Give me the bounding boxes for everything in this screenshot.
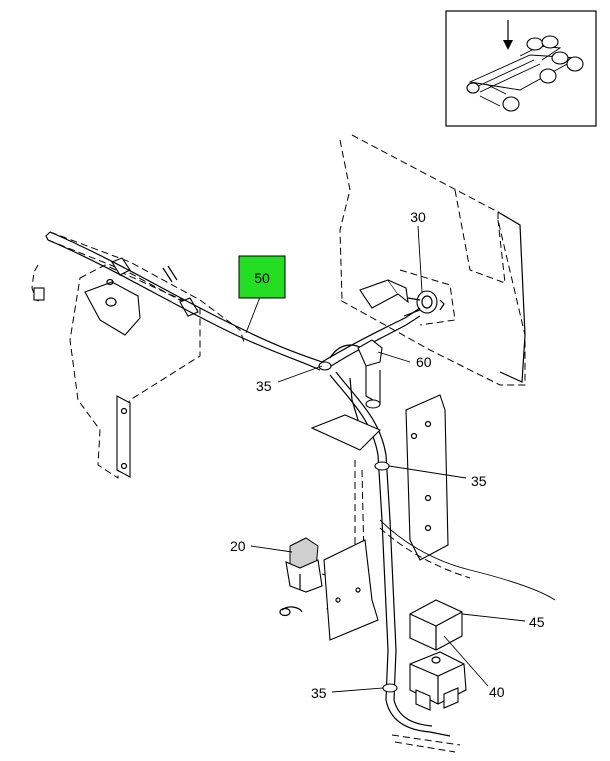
callout-40-label[interactable]: 40 [489,684,505,700]
part-60-connector [349,339,383,421]
leader-20 [250,545,293,553]
leader-35-upper [277,365,323,383]
leader-45 [461,613,526,622]
callout-60-label[interactable]: 60 [416,354,432,370]
locator-inset [445,10,597,127]
callout-35-lower-label[interactable]: 35 [311,685,327,701]
part-35-grommet-upper [318,361,332,371]
part-40-relay-base [409,651,467,711]
callout-50-label: 50 [254,270,270,286]
leader-lines [245,225,526,693]
leader-60 [377,351,411,363]
callout-35-upper-label[interactable]: 35 [256,378,272,394]
part-35-grommet-middle [374,461,390,471]
callout-30-label[interactable]: 30 [410,209,426,225]
callout-45-label[interactable]: 45 [529,614,545,630]
middle-mounting-plate [310,394,556,620]
chassis-thumbnail [466,35,584,112]
lower-mounting-plate [279,539,379,641]
locator-arrow-icon [503,20,513,50]
leader-40 [443,635,489,687]
callout-35-middle-label[interactable]: 35 [471,473,487,489]
part-20-relay [285,537,346,611]
leader-35-lower [331,687,384,693]
left-frame-bracket [31,231,246,479]
leader-35-middle [388,465,467,479]
leader-30 [417,225,423,293]
upper-right-panel [339,134,526,386]
part-30-connector [359,279,445,317]
leader-50 [245,296,261,334]
callout-50-highlight[interactable]: 50 [238,255,286,299]
part-45-relay-block [409,599,463,651]
part-35-grommet-lower [382,683,398,693]
callout-20-label[interactable]: 20 [230,538,246,554]
